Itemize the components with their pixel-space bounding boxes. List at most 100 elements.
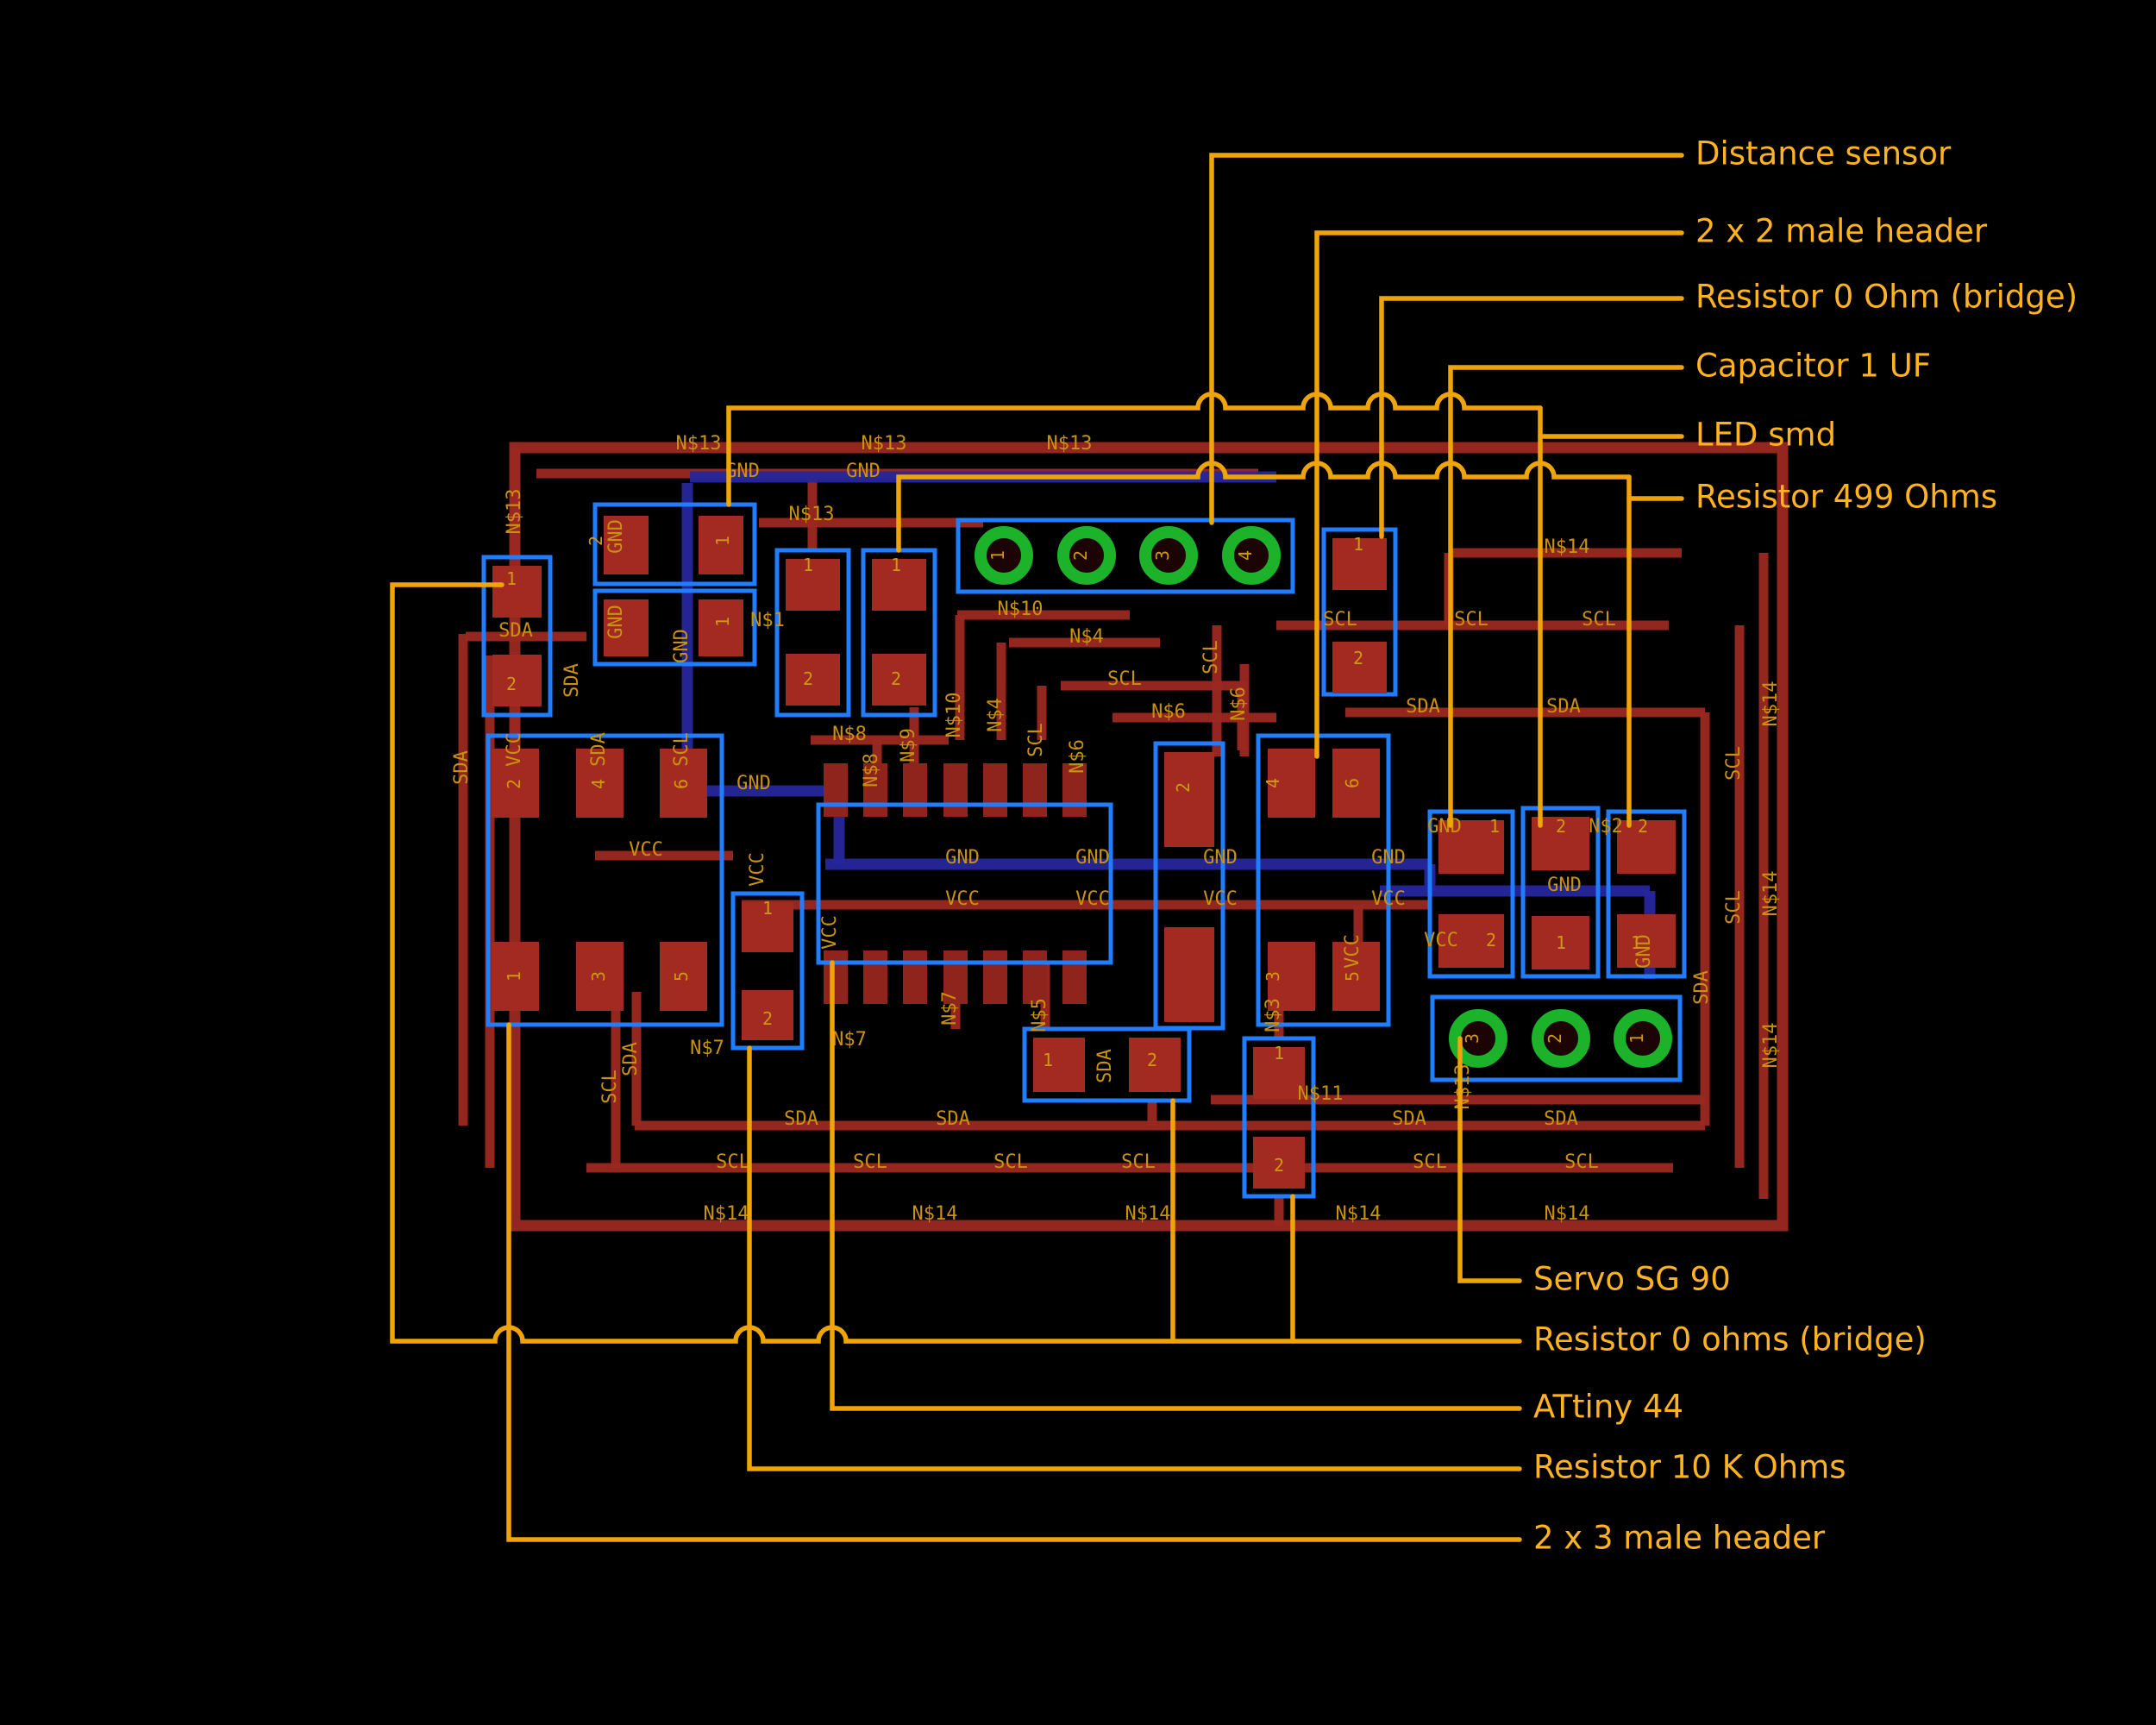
ic-pin[interactable]	[824, 950, 848, 1004]
male-header-2x3[interactable]	[486, 733, 724, 1027]
pad[interactable]	[1164, 752, 1214, 847]
servo-header[interactable]	[1430, 994, 1683, 1082]
component-outline[interactable]	[592, 502, 757, 586]
component-outline[interactable]	[730, 891, 805, 1051]
through-hole-pad[interactable]	[1222, 526, 1281, 585]
resistor-0ohm-bridge-a[interactable]	[1022, 1026, 1192, 1103]
pad[interactable]	[1617, 820, 1676, 874]
pad[interactable]	[492, 655, 542, 706]
pad[interactable]	[604, 516, 649, 574]
capacitor-1uf[interactable]	[1427, 809, 1515, 979]
ic-pin[interactable]	[1062, 950, 1087, 1004]
component-outline[interactable]	[1022, 1026, 1192, 1103]
net-label: VCC	[945, 888, 980, 910]
component-outline[interactable]	[1520, 806, 1601, 979]
resistor-10k[interactable]	[730, 891, 805, 1051]
through-hole-pad[interactable]	[1614, 1009, 1672, 1068]
pad[interactable]	[1617, 914, 1676, 968]
board-outline-trace[interactable]	[509, 442, 1789, 1232]
ic-pin[interactable]	[863, 763, 887, 817]
through-hole-pad[interactable]	[975, 526, 1033, 585]
pad[interactable]	[1253, 1047, 1305, 1099]
pad[interactable]	[786, 654, 840, 706]
ic-pin[interactable]	[983, 950, 1007, 1004]
resistor-mid[interactable]	[1153, 741, 1225, 1031]
pad[interactable]	[1532, 916, 1589, 969]
component-outline[interactable]	[1606, 809, 1687, 979]
ic-pin[interactable]	[1062, 763, 1087, 817]
pad[interactable]	[576, 749, 624, 818]
component-outline[interactable]	[816, 802, 1113, 965]
component-outline[interactable]	[956, 518, 1295, 594]
pin-number-label: 1	[762, 898, 773, 919]
pad[interactable]	[742, 990, 793, 1040]
pad[interactable]	[1438, 820, 1504, 874]
pad[interactable]	[872, 559, 926, 611]
ic-pin[interactable]	[903, 950, 927, 1004]
through-hole-pad[interactable]	[1449, 1009, 1507, 1068]
pad[interactable]	[786, 559, 840, 611]
pad[interactable]	[1253, 1137, 1305, 1189]
led-smd-a[interactable]	[592, 502, 757, 586]
component-outline[interactable]	[774, 548, 851, 718]
net-label: VCC	[629, 839, 663, 861]
pad[interactable]	[492, 749, 539, 818]
pad[interactable]	[1438, 914, 1504, 968]
led-smd-b[interactable]	[592, 588, 757, 667]
through-hole-pad[interactable]	[1532, 1009, 1590, 1068]
net-label: N$14	[1336, 1203, 1382, 1225]
pad[interactable]	[1332, 942, 1380, 1011]
pad[interactable]	[1164, 927, 1214, 1022]
component-outline[interactable]	[1242, 1036, 1316, 1199]
resistor-n1[interactable]	[774, 548, 851, 718]
copper-traces-top[interactable]	[458, 442, 1789, 1232]
component-outline[interactable]	[592, 588, 757, 667]
net-label: N$14	[704, 1203, 749, 1225]
resistor-0ohm-bridge-left[interactable]	[481, 555, 553, 718]
resistor-499-right[interactable]	[1606, 809, 1687, 979]
pad[interactable]	[1129, 1038, 1181, 1092]
pad[interactable]	[604, 599, 649, 656]
component-outline[interactable]	[1427, 809, 1515, 979]
pad[interactable]	[576, 942, 624, 1011]
pad[interactable]	[742, 902, 793, 952]
pad[interactable]	[1033, 1038, 1085, 1092]
pin-number-label: 6	[1342, 778, 1363, 788]
pad[interactable]	[660, 942, 707, 1011]
distance-sensor-header[interactable]	[956, 518, 1295, 594]
resistor-0ohm-bridge-b[interactable]	[1242, 1036, 1316, 1199]
pad[interactable]	[492, 942, 539, 1011]
component-outline[interactable]	[1430, 994, 1683, 1082]
pad[interactable]	[1332, 642, 1387, 693]
ic-pin[interactable]	[863, 950, 887, 1004]
pad[interactable]	[660, 749, 707, 818]
pad[interactable]	[699, 516, 743, 574]
ic-pin[interactable]	[943, 950, 968, 1004]
pad[interactable]	[492, 566, 542, 618]
attiny44-ic[interactable]	[816, 763, 1113, 1004]
component-outline[interactable]	[481, 555, 553, 718]
component-outline[interactable]	[486, 733, 724, 1027]
pad[interactable]	[699, 599, 743, 656]
components[interactable]	[481, 502, 1687, 1199]
pad[interactable]	[1332, 749, 1380, 818]
pad[interactable]	[1268, 749, 1315, 818]
component-outline[interactable]	[1321, 527, 1398, 697]
ic-pin[interactable]	[824, 763, 848, 817]
through-hole-pad[interactable]	[1139, 526, 1198, 585]
male-header-2x2[interactable]	[1256, 733, 1391, 1027]
through-hole-pad[interactable]	[1057, 526, 1116, 585]
pad[interactable]	[872, 654, 926, 706]
ic-pin[interactable]	[1023, 763, 1047, 817]
ic-pin[interactable]	[943, 763, 968, 817]
ic-pin[interactable]	[903, 763, 927, 817]
pad[interactable]	[1332, 538, 1387, 590]
ic-pin[interactable]	[1023, 950, 1047, 1004]
component-outline[interactable]	[1256, 733, 1391, 1027]
pad[interactable]	[1268, 942, 1315, 1011]
ic-pin[interactable]	[983, 763, 1007, 817]
resistor-0ohm-bridge-top[interactable]	[1321, 527, 1398, 697]
net-label: N$14	[1545, 1203, 1590, 1225]
